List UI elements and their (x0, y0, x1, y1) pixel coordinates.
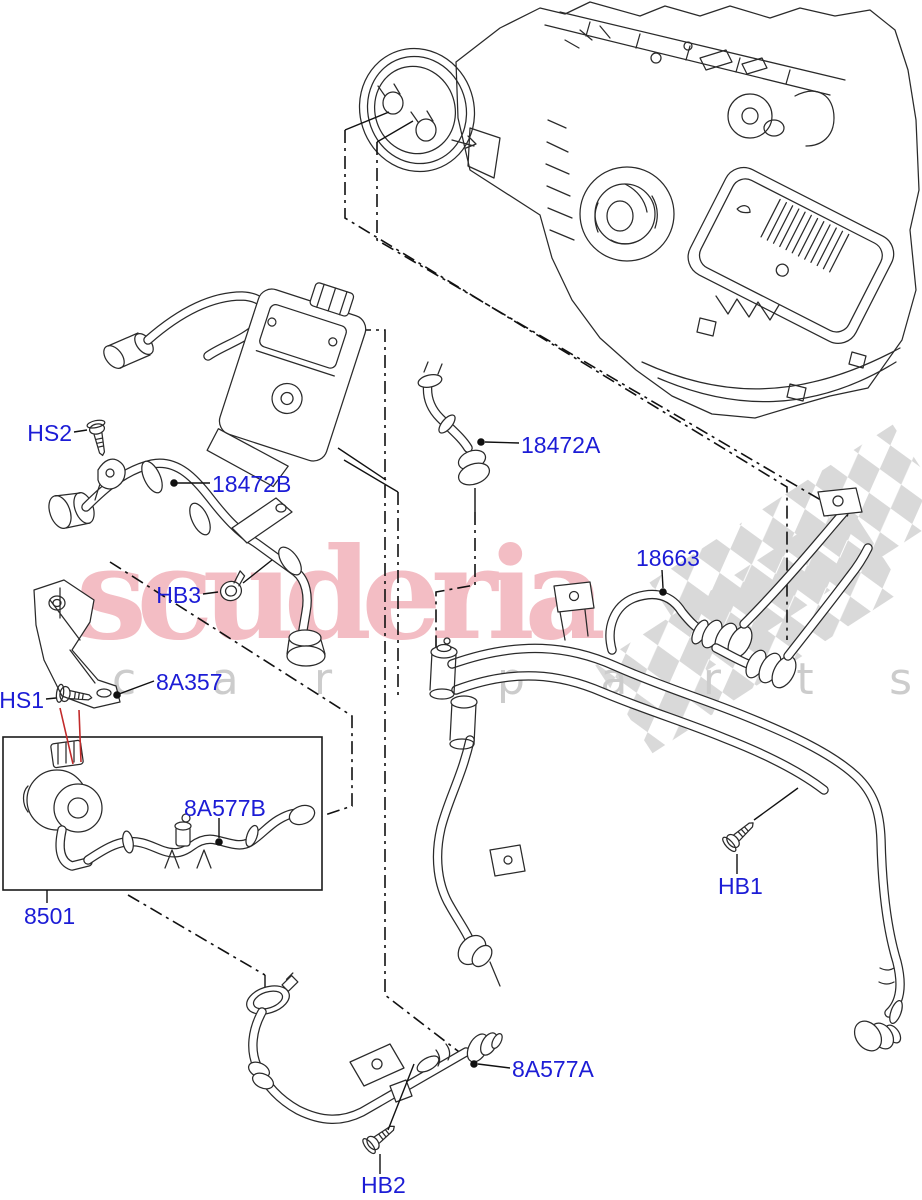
hose-18472b (48, 458, 326, 667)
bolt-hb1-icon (720, 815, 760, 855)
blower-intake-port (358, 47, 476, 173)
hose-18472a (417, 361, 491, 486)
heater-hose-bundle (429, 487, 905, 1052)
center-pipe-end-fitting (457, 934, 501, 987)
part-label-18472b[interactable]: 18472B (212, 471, 292, 497)
hose-8a577a (246, 972, 503, 1124)
part-label-18663[interactable]: 18663 (636, 545, 700, 571)
bottom-right-hose-end (853, 967, 903, 1052)
part-label-8a577a[interactable]: 8A577A (512, 1056, 594, 1082)
hvac-top-actuators (564, 25, 835, 147)
pump-detail-box-8501 (2, 736, 323, 891)
bolt-hb2-icon (360, 1118, 401, 1156)
lower-bracket-plate (489, 844, 526, 877)
part-label-hb2[interactable]: HB2 (361, 1172, 406, 1198)
part-label-hs2[interactable]: HS2 (27, 420, 72, 446)
bracket-8a357 (33, 579, 121, 709)
pipe-bracket (349, 1043, 413, 1103)
auxiliary-water-pump (22, 739, 103, 871)
part-label-hs1[interactable]: HS1 (0, 687, 44, 713)
mid-bracket-tab (553, 581, 595, 641)
screw-hs2-icon (85, 418, 113, 458)
part-label-hb1[interactable]: HB1 (718, 873, 763, 899)
top-clamp (246, 972, 299, 1015)
part-label-8a357[interactable]: 8A357 (156, 669, 223, 695)
capped-tee-connector (429, 637, 478, 750)
part-label-8501[interactable]: 8501 (24, 903, 76, 929)
part-label-8a577b[interactable]: 8A577B (184, 795, 266, 821)
hvac-housing-assembly (358, 1, 920, 419)
part-label-hb3[interactable]: HB3 (156, 582, 201, 608)
upper-right-bracket (817, 487, 863, 517)
heater-core-cover-panel (687, 166, 895, 344)
part-label-18472a[interactable]: 18472A (521, 432, 601, 458)
blower-fan-scroll (579, 166, 675, 262)
clip-hb3-icon (219, 570, 246, 602)
watermark-brand: scuderia (76, 520, 606, 668)
hose-8a577b (83, 804, 316, 869)
leader-lines (45, 429, 799, 1174)
watermark-brand-text: scuderia (76, 520, 606, 668)
aux-pump-bracket-assembly (103, 282, 399, 493)
connector-18663 (605, 589, 797, 689)
